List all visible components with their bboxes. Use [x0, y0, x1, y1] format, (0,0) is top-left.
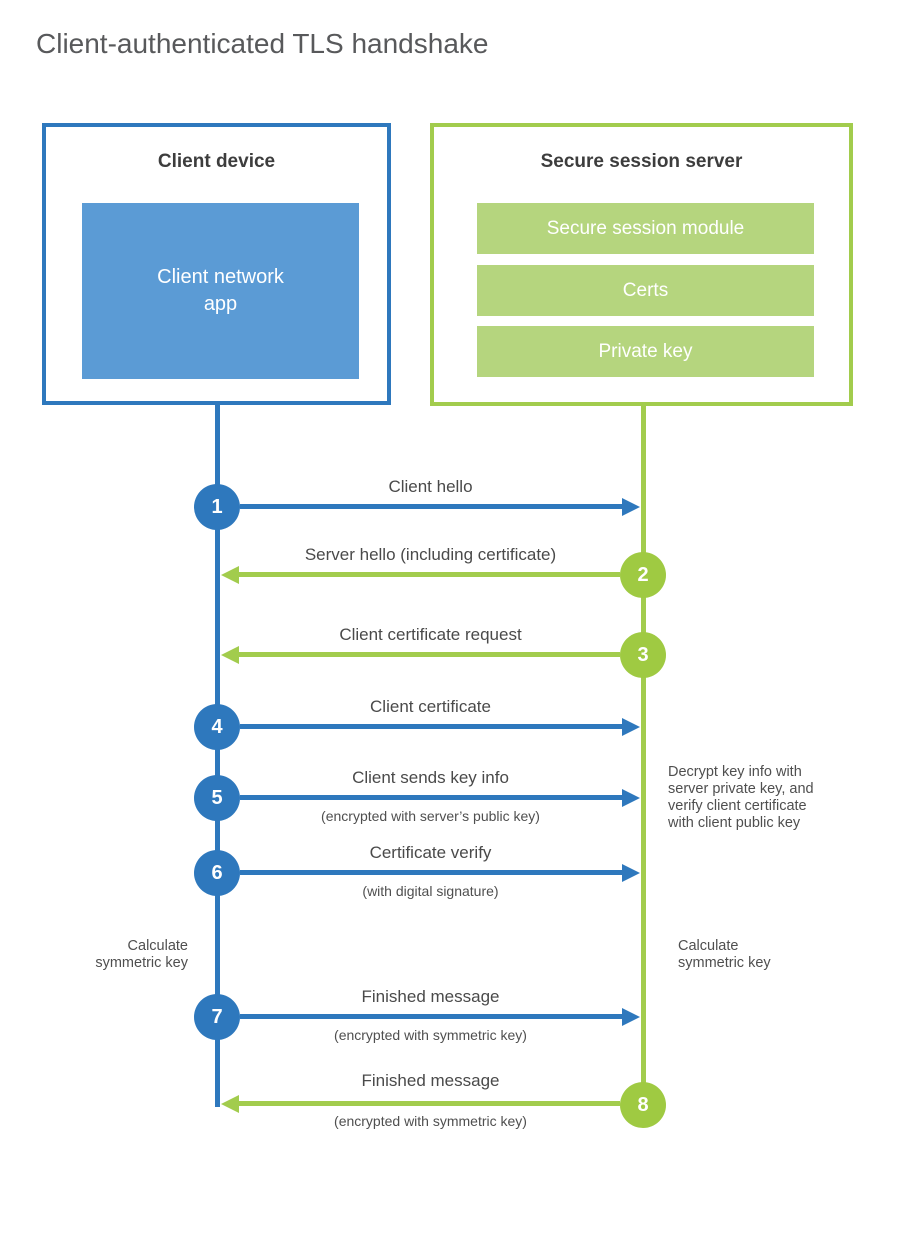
step-5-sublabel: (encrypted with server’s public key)	[321, 808, 540, 824]
step-4-label: Client certificate	[370, 697, 491, 716]
step-5-arrowhead-icon	[622, 789, 640, 807]
page-title: Client-authenticated TLS handshake	[36, 28, 489, 59]
step-6-label: Certificate verify	[369, 843, 492, 862]
step-5-label: Client sends key info	[352, 768, 509, 787]
server-module-private-key: Private key	[477, 326, 814, 377]
annotation-line: Calculate	[678, 938, 739, 954]
step-6-arrowhead-icon	[622, 864, 640, 882]
annotation-decrypt-key-info: Decrypt key info with server private key…	[668, 764, 848, 832]
step-7-arrow	[240, 1014, 623, 1019]
server-module-label: Secure session module	[546, 217, 745, 239]
annotation-line: symmetric key	[678, 955, 771, 971]
step-4-arrowhead-icon	[622, 718, 640, 736]
step-7-arrowhead-icon	[622, 1008, 640, 1026]
server-module-certs: Certs	[477, 265, 814, 316]
annotation-line: symmetric key	[95, 955, 188, 971]
step-3-arrow	[239, 652, 620, 657]
client-network-app-box: Client network app	[82, 203, 359, 379]
step-2-arrowhead-icon	[221, 566, 239, 584]
annotation-line: server private key, and	[668, 781, 814, 797]
step-7-label: Finished message	[361, 987, 500, 1006]
server-module-label: Certs	[622, 279, 669, 301]
step-8-label: Finished message	[361, 1071, 500, 1090]
step-5-arrow	[240, 795, 623, 800]
step-3-arrowhead-icon	[221, 646, 239, 664]
step-3-circle: 3	[620, 632, 666, 678]
annotation-line: Calculate	[127, 938, 188, 954]
step-8-arrowhead-icon	[221, 1095, 239, 1113]
step-1-circle: 1	[194, 484, 240, 530]
step-1-arrowhead-icon	[622, 498, 640, 516]
step-2-arrow	[239, 572, 620, 577]
server-lifeline	[641, 406, 646, 1106]
step-4-circle: 4	[194, 704, 240, 750]
secure-session-server-box: Secure session server Secure session mod…	[430, 123, 853, 406]
secure-session-server-title: Secure session server	[540, 151, 743, 172]
step-6-circle: 6	[194, 850, 240, 896]
annotation-calculate-symmetric-key-server: Calculate symmetric key	[678, 938, 838, 972]
server-module-label: Private key	[598, 340, 693, 362]
step-8-circle: 8	[620, 1082, 666, 1128]
step-2-circle: 2	[620, 552, 666, 598]
client-lifeline	[215, 405, 220, 1107]
step-4-arrow	[240, 724, 623, 729]
step-7-sublabel: (encrypted with symmetric key)	[334, 1027, 527, 1043]
client-device-title: Client device	[157, 151, 276, 172]
step-3-label: Client certificate request	[339, 625, 522, 644]
step-8-sublabel: (encrypted with symmetric key)	[334, 1113, 527, 1129]
step-5-circle: 5	[194, 775, 240, 821]
step-8-arrow	[239, 1101, 620, 1106]
step-7-circle: 7	[194, 994, 240, 1040]
client-device-box: Client device Client network app	[42, 123, 391, 405]
annotation-line: verify client certificate	[668, 798, 807, 814]
server-module-secure-session-module: Secure session module	[477, 203, 814, 254]
annotation-line: Decrypt key info with	[668, 764, 802, 780]
step-6-arrow	[240, 870, 623, 875]
step-1-label: Client hello	[388, 477, 473, 496]
step-1-arrow	[240, 504, 623, 509]
annotation-calculate-symmetric-key-client: Calculate symmetric key	[40, 938, 188, 972]
step-6-sublabel: (with digital signature)	[362, 883, 499, 899]
annotation-line: with client public key	[668, 815, 801, 831]
client-network-app-label: Client network app	[157, 266, 284, 315]
step-2-label: Server hello (including certificate)	[304, 545, 557, 564]
